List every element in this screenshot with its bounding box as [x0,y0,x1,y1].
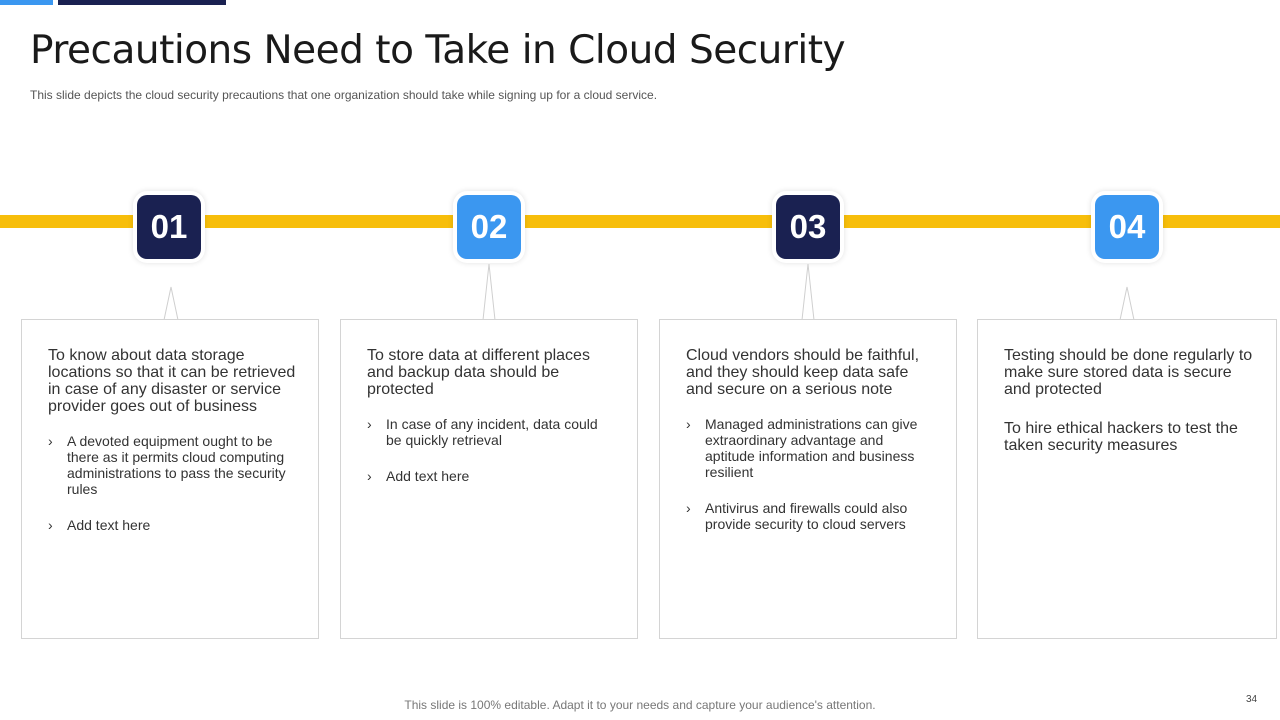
step-badge-02: 02 [453,191,525,263]
list-item: › In case of any incident, data could be … [367,416,615,448]
step-number: 04 [1095,195,1159,259]
bullet-text: In case of any incident, data could be q… [386,416,598,448]
chevron-right-icon: › [686,416,691,432]
step-number: 02 [457,195,521,259]
step-card-04: Testing should be done regularly to make… [977,319,1277,639]
timeline-bar [0,215,1280,228]
step-card-02: To store data at different places and ba… [340,319,638,639]
step-badge-01: 01 [133,191,205,263]
list-item: › Antivirus and firewalls could also prov… [686,500,934,532]
chevron-right-icon: › [48,517,53,533]
slide-subtitle: This slide depicts the cloud security pr… [30,88,658,102]
connector-icon [163,286,179,321]
step-card-01: To know about data storage locations so … [21,319,319,639]
top-accent-blue [0,0,53,5]
card-main-text: Testing should be done regularly to make… [1004,347,1253,398]
step-number: 01 [137,195,201,259]
chevron-right-icon: › [686,500,691,516]
card-main-text: To know about data storage locations so … [48,347,296,415]
bullet-text: Antivirus and firewalls could also provi… [705,500,908,532]
step-badge-04: 04 [1091,191,1163,263]
bullet-text: Add text here [67,517,151,533]
card-main-text: Cloud vendors should be faithful, and th… [686,347,920,398]
connector-icon [482,263,496,321]
slide-title: Precautions Need to Take in Cloud Securi… [30,28,846,73]
chevron-right-icon: › [367,416,372,432]
bullet-text: Managed administrations can give extraor… [705,416,918,480]
top-accent-navy [58,0,226,5]
step-badge-03: 03 [772,191,844,263]
bullet-list: › A devoted equipment ought to be there a… [48,433,296,533]
bullet-text: Add text here [386,468,470,484]
step-card-03: Cloud vendors should be faithful, and th… [659,319,957,639]
card-main-text: To hire ethical hackers to test the take… [1004,420,1238,454]
connector-icon [1119,286,1135,321]
list-item: › Add text here [367,468,615,484]
connector-icon [801,263,815,321]
bullet-text: A devoted equipment ought to be there as… [67,433,286,497]
bullet-list: › In case of any incident, data could be … [367,416,615,484]
list-item: › Managed administrations can give extrao… [686,416,934,480]
chevron-right-icon: › [367,468,372,484]
page-number: 34 [1246,694,1258,705]
card-main-text: To store data at different places and ba… [367,347,590,398]
bullet-list: › Managed administrations can give extrao… [686,416,934,532]
step-number: 03 [776,195,840,259]
list-item: › Add text here [48,517,296,533]
slide-footer: This slide is 100% editable. Adapt it to… [404,698,876,712]
chevron-right-icon: › [48,433,53,449]
list-item: › A devoted equipment ought to be there a… [48,433,296,497]
